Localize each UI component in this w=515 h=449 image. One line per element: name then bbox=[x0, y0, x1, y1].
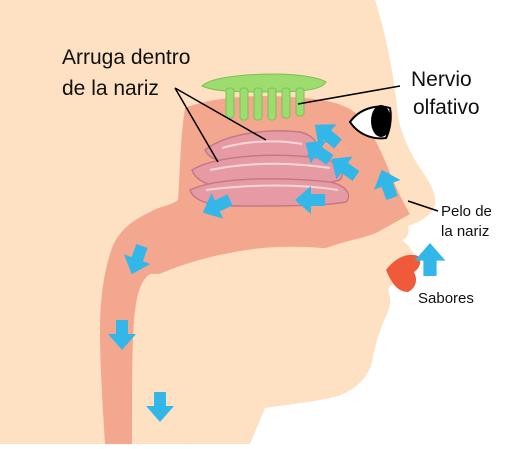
label-wrinkle-line1: Arruga dentro bbox=[62, 46, 190, 69]
label-hair-line1: Pelo de bbox=[441, 203, 492, 220]
label-hair-line2: la nariz bbox=[441, 223, 489, 240]
label-nerve-line1: Nervio bbox=[411, 68, 472, 91]
arrow-intake bbox=[415, 243, 446, 276]
label-nerve-line2: olfativo bbox=[413, 96, 480, 119]
label-flavors: Sabores bbox=[418, 290, 474, 307]
label-wrinkle-line2: de la nariz bbox=[62, 77, 159, 100]
